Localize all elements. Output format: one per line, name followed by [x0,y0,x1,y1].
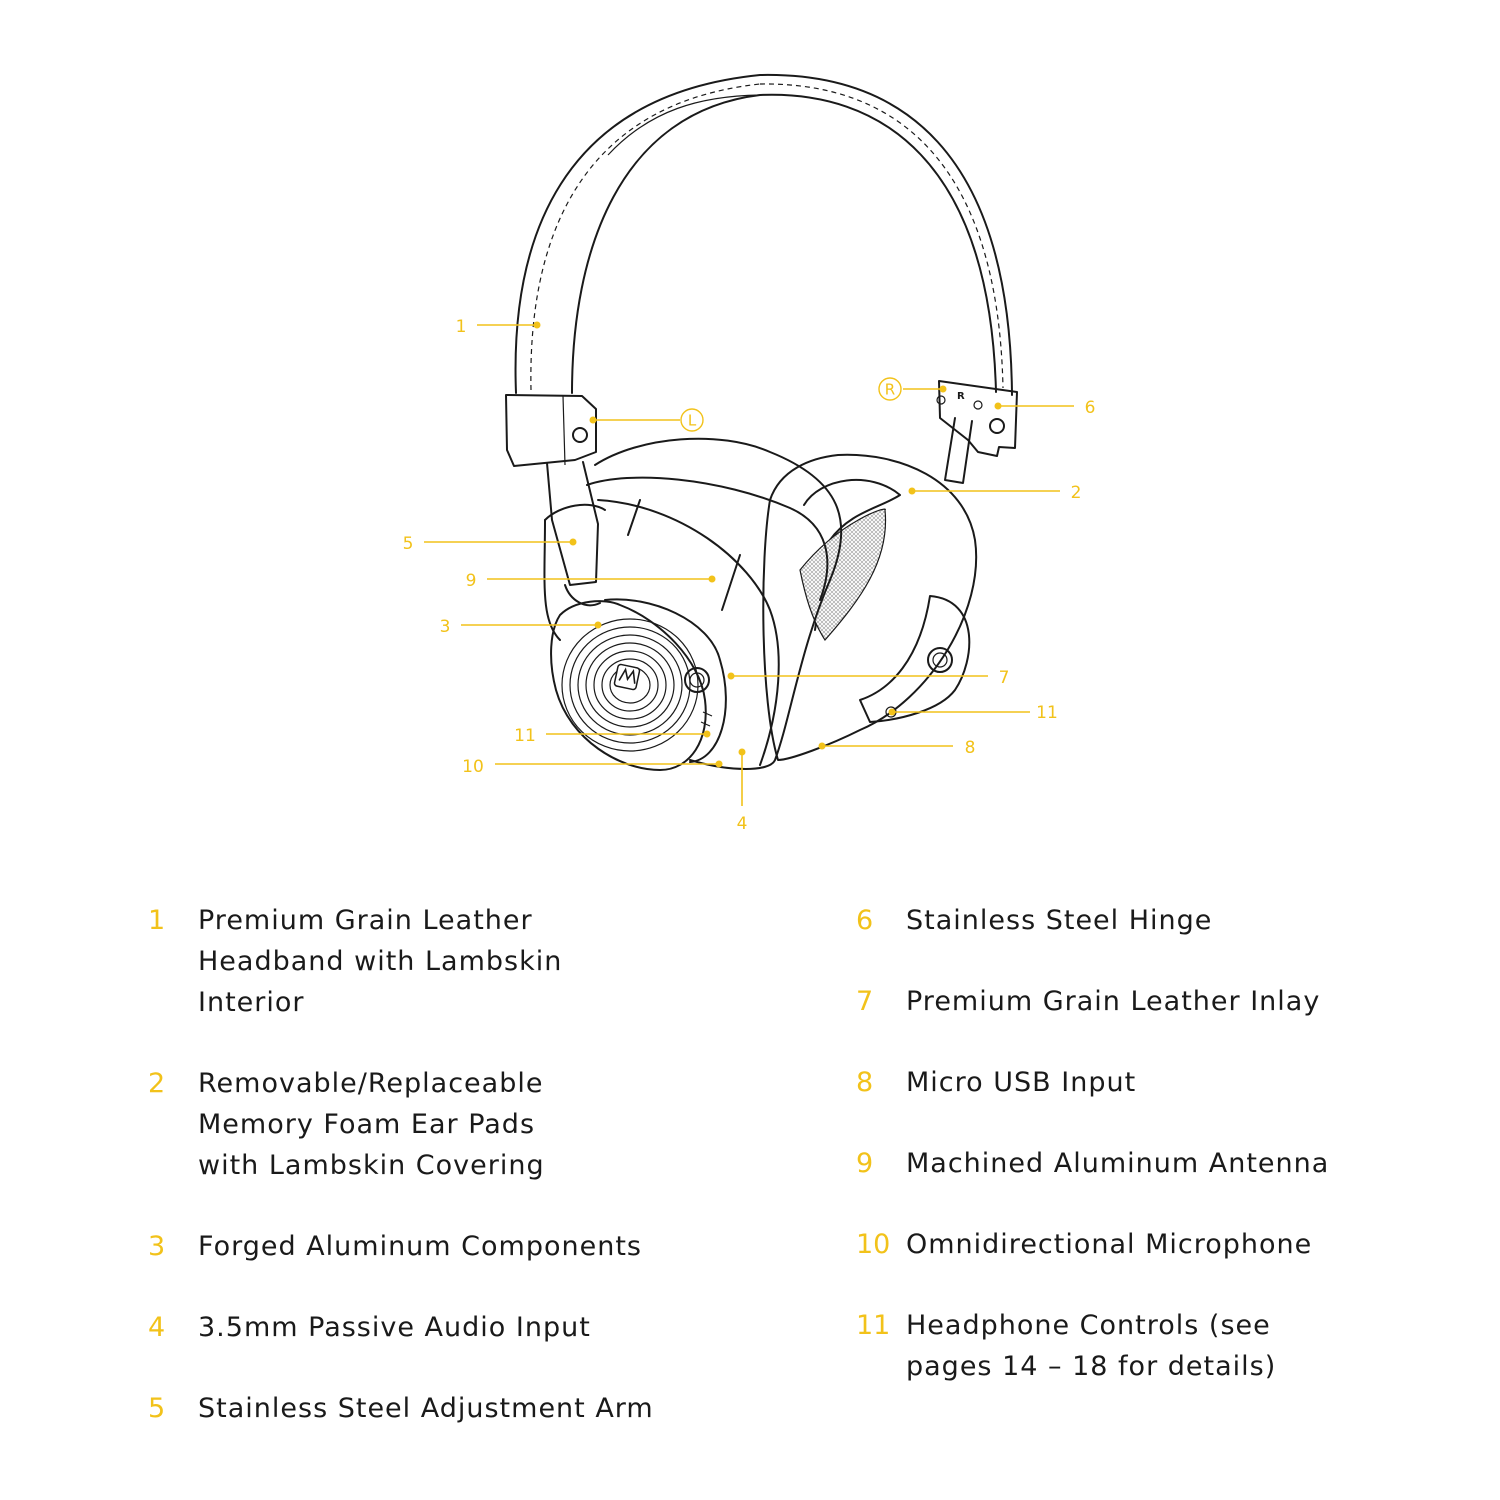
legend-item: 10 Omnidirectional Microphone [856,1224,1456,1265]
svg-text:L: L [688,412,697,430]
legend-description: 3.5mm Passive Audio Input [198,1312,591,1343]
legend-item: 3 Forged Aluminum Components [148,1226,788,1267]
yoke-side-letter: R [957,391,965,402]
legend-description: Headphone Controls (see pages 14 – 18 fo… [906,1310,1277,1382]
callout-8: 8 [965,738,976,758]
legend-description: Premium Grain Leather Inlay [906,986,1321,1017]
callout-6: 6 [1085,398,1096,418]
legend-number: 5 [148,1393,166,1424]
legend-description: Forged Aluminum Components [198,1231,642,1262]
callout-7: 7 [999,668,1010,688]
legend-number: 3 [148,1231,166,1262]
legend-description: Omnidirectional Microphone [906,1229,1313,1260]
legend-number: 1 [148,905,166,936]
legend-description: Machined Aluminum Antenna [906,1148,1330,1179]
parts-legend: 1 Premium Grain Leather Headband with La… [0,880,1500,1480]
left-side-marker: L [680,408,704,432]
callout-2: 2 [1071,483,1082,503]
legend-number: 10 [856,1229,891,1260]
headband [514,73,1013,396]
left-slider [505,394,601,607]
callout-11-right: 11 [1036,703,1058,723]
legend-description: Stainless Steel Adjustment Arm [198,1393,654,1424]
legend-item: 5 Stainless Steel Adjustment Arm [148,1388,788,1429]
callout-5: 5 [403,534,414,554]
callout-numbers: 1 2 3 4 5 6 7 8 9 10 11 11 [403,317,1096,834]
legend-number: 4 [148,1312,166,1343]
legend-description: Stainless Steel Hinge [906,905,1213,936]
legend-number: 7 [856,986,874,1017]
leader-lines [424,321,1074,806]
legend-left-column: 1 Premium Grain Leather Headband with La… [148,900,788,1469]
legend-number: 9 [856,1148,874,1179]
callout-3: 3 [440,617,451,637]
legend-item: 7 Premium Grain Leather Inlay [856,981,1456,1022]
legend-item: 4 3.5mm Passive Audio Input [148,1307,788,1348]
left-ear-cup [543,437,843,771]
legend-right-column: 6 Stainless Steel Hinge 7 Premium Grain … [856,900,1456,1427]
legend-number: 8 [856,1067,874,1098]
right-hinge: R [936,380,1018,484]
callout-1: 1 [456,317,467,337]
legend-description: Removable/Replaceable Memory Foam Ear Pa… [198,1068,545,1181]
legend-number: 11 [856,1310,891,1341]
headphones-diagram: R [403,73,1096,834]
legend-description: Premium Grain Leather Headband with Lamb… [198,905,563,1018]
legend-item: 2 Removable/Replaceable Memory Foam Ear … [148,1063,788,1186]
callout-4: 4 [737,814,748,834]
svg-text:R: R [885,381,895,399]
legend-number: 2 [148,1068,166,1099]
legend-item: 8 Micro USB Input [856,1062,1456,1103]
callout-9: 9 [466,571,477,591]
legend-item: 9 Machined Aluminum Antenna [856,1143,1456,1184]
callout-10: 10 [462,757,484,777]
legend-description: Micro USB Input [906,1067,1137,1098]
legend-item: 6 Stainless Steel Hinge [856,900,1456,941]
legend-number: 6 [856,905,874,936]
control-button [684,667,710,693]
callout-11-left: 11 [514,726,536,746]
legend-item: 11 Headphone Controls (see pages 14 – 18… [856,1305,1456,1387]
right-side-marker: R [878,377,902,401]
right-ear-cup [762,453,978,761]
legend-item: 1 Premium Grain Leather Headband with La… [148,900,788,1023]
